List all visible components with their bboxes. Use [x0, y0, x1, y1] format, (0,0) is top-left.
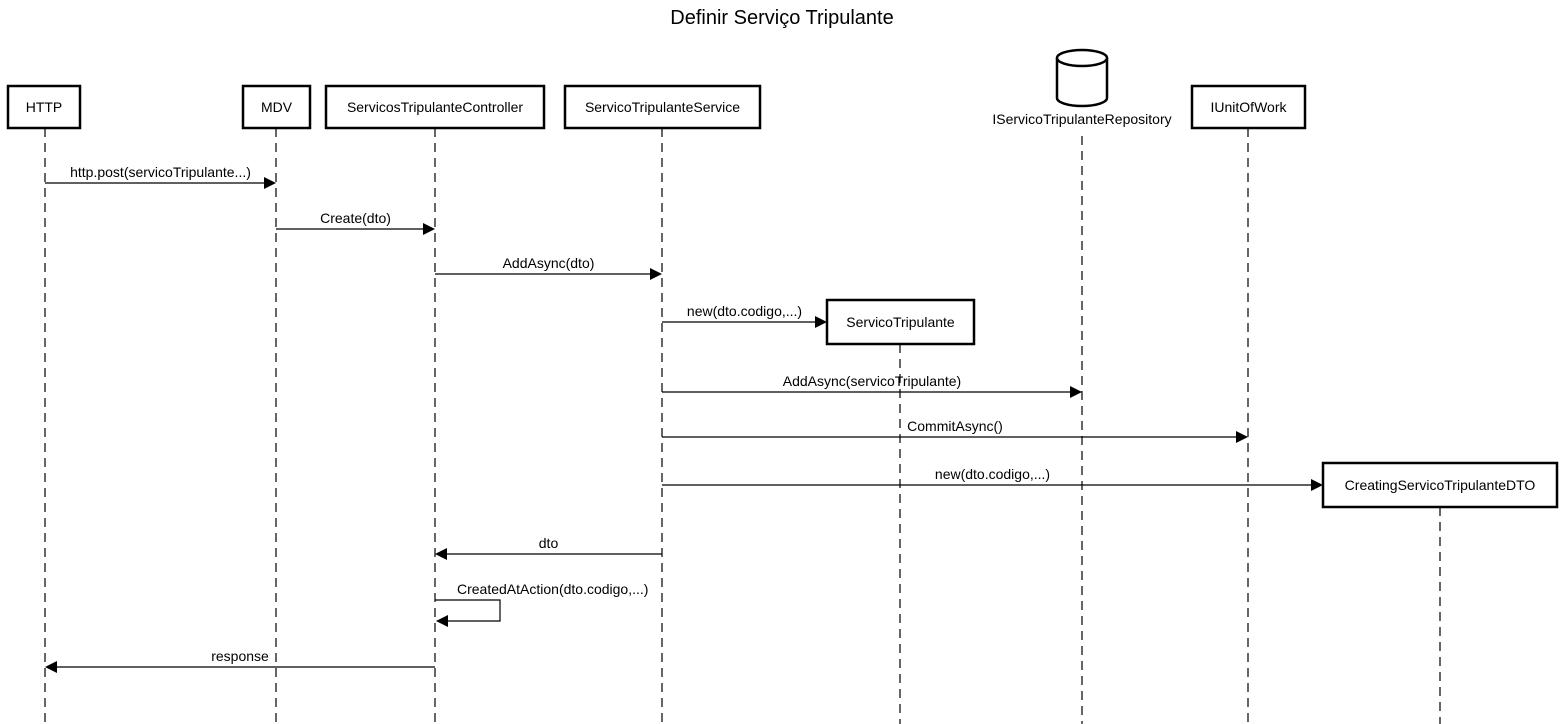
message-5-label: AddAsync(servicoTripulante) — [783, 373, 961, 389]
message-3: AddAsync(dto) — [435, 255, 662, 280]
participant-uow-box — [1190, 84, 1307, 130]
participant-uow-label: IUnitOfWork — [1211, 99, 1288, 115]
participant-service-box — [563, 84, 762, 130]
participant-servico-label: ServicoTripulante — [846, 314, 955, 330]
participant-mdv-label: MDV — [261, 99, 293, 115]
participant-http-label: HTTP — [26, 99, 63, 115]
message-7: new(dto.codigo,...) — [662, 466, 1323, 491]
message-10-arrowhead — [45, 661, 57, 673]
lifelines — [44, 128, 1441, 724]
message-1-arrowhead — [264, 177, 276, 189]
message-10: response — [45, 648, 435, 673]
participant-dto: CreatingServicoTripulanteDTO — [1321, 461, 1559, 509]
participant-uow: IUnitOfWork — [1190, 84, 1307, 130]
database-cap — [1055, 48, 1109, 68]
participant-http-box — [6, 84, 82, 130]
message-9-arrowhead — [436, 615, 448, 627]
message-2-label: Create(dto) — [320, 210, 391, 226]
message-6: CommitAsync() — [662, 418, 1248, 443]
participant-dto-label: CreatingServicoTripulanteDTO — [1345, 477, 1536, 493]
participant-servico: ServicoTripulante — [825, 298, 976, 346]
message-10-label: response — [211, 648, 269, 664]
messages: http.post(servicoTripulante...) Create(dt… — [45, 164, 1323, 673]
participant-service-label: ServicoTripulanteService — [585, 99, 740, 115]
participant-controller: ServicosTripulanteController — [324, 84, 546, 130]
database-icon — [1055, 58, 1109, 108]
message-7-label: new(dto.codigo,...) — [935, 466, 1050, 482]
message-8: dto — [435, 535, 662, 560]
diagram-title: Definir Serviço Tripulante — [670, 7, 893, 29]
message-1-label: http.post(servicoTripulante...) — [70, 164, 251, 180]
participant-service: ServicoTripulanteService — [563, 84, 762, 130]
message-8-label: dto — [539, 535, 559, 551]
message-3-arrowhead — [650, 268, 662, 280]
message-5: AddAsync(servicoTripulante) — [662, 373, 1082, 398]
message-9-label: CreatedAtAction(dto.codigo,...) — [457, 581, 648, 597]
message-5-arrowhead — [1070, 386, 1082, 398]
message-1: http.post(servicoTripulante...) — [45, 164, 276, 189]
message-3-label: AddAsync(dto) — [503, 255, 595, 271]
message-4-label: new(dto.codigo,...) — [687, 303, 802, 319]
message-4-arrowhead — [815, 316, 827, 328]
participant-repo: IServicoTripulanteRepository — [992, 48, 1172, 127]
participant-mdv-box — [241, 84, 312, 130]
message-6-arrowhead — [1236, 431, 1248, 443]
message-6-label: CommitAsync() — [907, 418, 1003, 434]
message-2-arrowhead — [423, 223, 435, 235]
message-9: CreatedAtAction(dto.codigo,...) — [435, 581, 648, 627]
participant-controller-label: ServicosTripulanteController — [347, 99, 523, 115]
message-9-line — [435, 599, 501, 622]
message-2: Create(dto) — [276, 210, 435, 235]
message-4: new(dto.codigo,...) — [662, 303, 827, 328]
participant-controller-box — [324, 84, 546, 130]
message-7-arrowhead — [1311, 479, 1323, 491]
participant-http: HTTP — [6, 84, 82, 130]
participant-dto-box — [1321, 461, 1559, 509]
participant-mdv: MDV — [241, 84, 312, 130]
participant-repo-label: IServicoTripulanteRepository — [992, 111, 1171, 127]
message-8-arrowhead — [435, 548, 447, 560]
